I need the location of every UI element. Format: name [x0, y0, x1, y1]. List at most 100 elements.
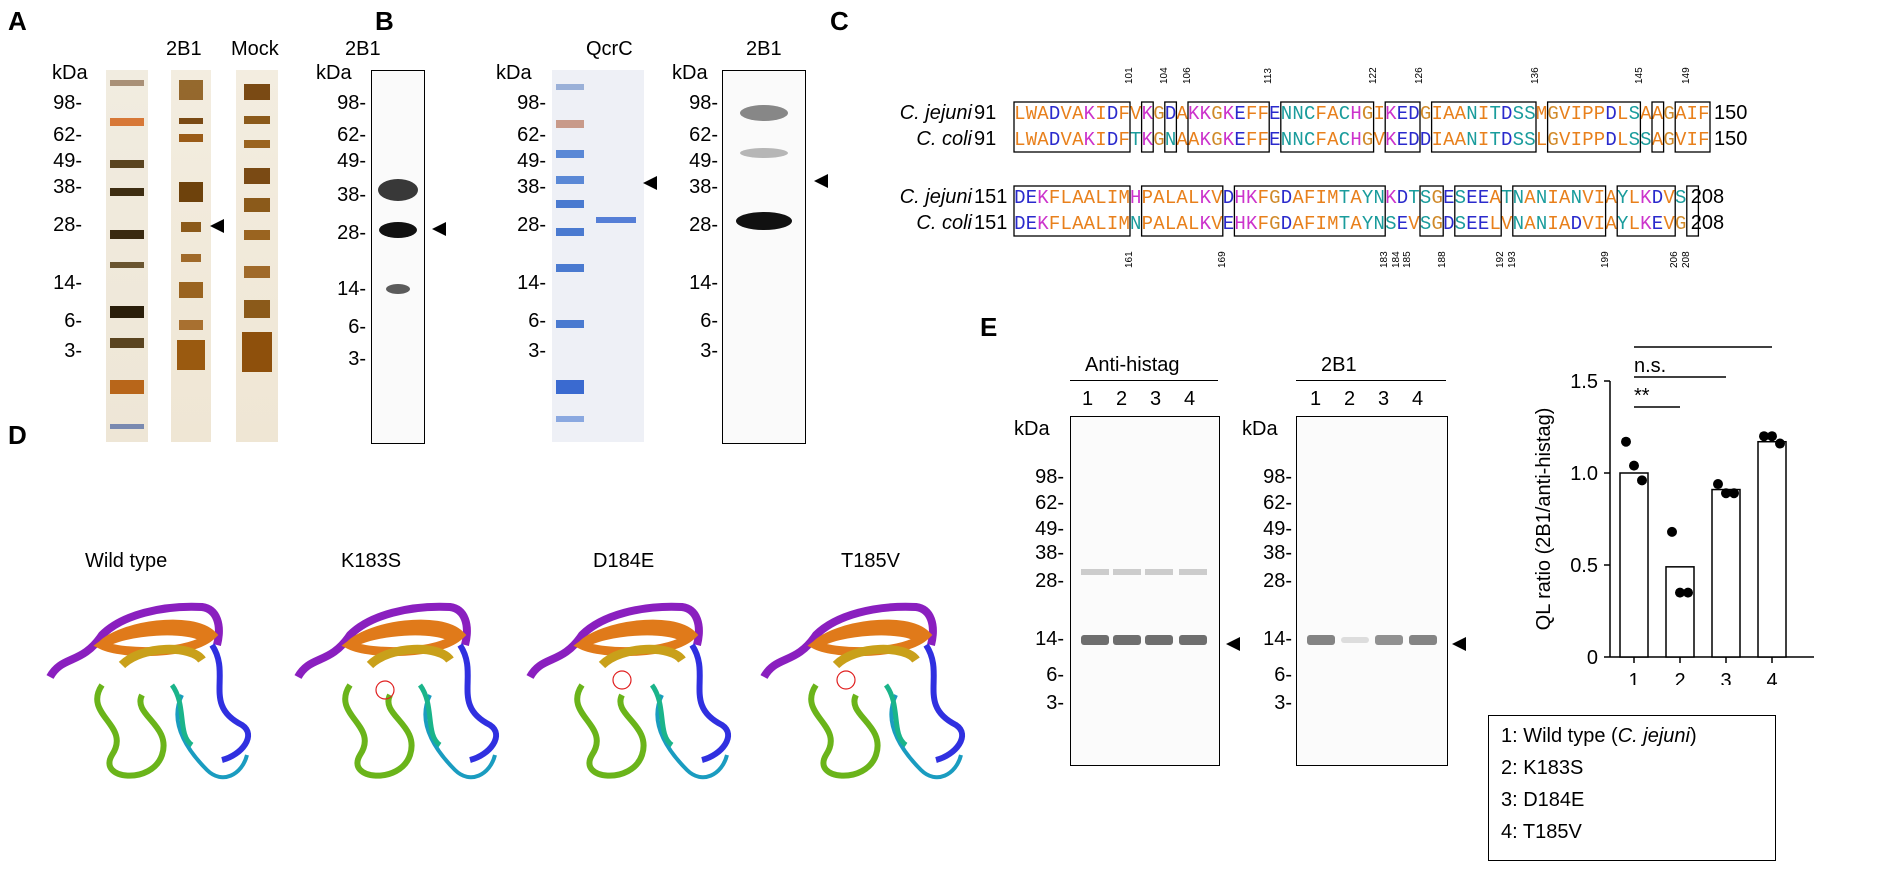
western-blot-2b1: [371, 70, 425, 444]
arrow-icon: [1226, 637, 1240, 651]
marker-label: 49-: [53, 150, 82, 172]
marker-label: 6-: [348, 316, 366, 338]
data-point: [1667, 526, 1677, 537]
legend-item-2: 2: K183S: [1501, 757, 1584, 779]
marker-label: 14-: [689, 272, 718, 294]
western-blot-2b1: [1296, 416, 1448, 766]
marker-label: 3-: [1274, 692, 1292, 714]
data-point: [1721, 488, 1731, 499]
divider: [1070, 380, 1218, 381]
species-name: C. coli: [916, 212, 972, 234]
conservation-boxes: [1013, 101, 1711, 237]
conserved-block: [1164, 101, 1178, 153]
marker-label: 14-: [517, 272, 546, 294]
marker-label: 28-: [517, 214, 546, 236]
conserved-block: [1546, 101, 1642, 153]
marker-label: 6-: [528, 310, 546, 332]
coomassie-gel: [552, 70, 644, 442]
conserved-block: [1233, 185, 1386, 237]
structure-label-t185v: T185V: [841, 550, 900, 572]
significance-label: **: [1634, 385, 1650, 407]
data-point: [1729, 488, 1739, 499]
position-label: 122: [1367, 67, 1379, 84]
y-axis-label: QL ratio (2B1/anti-histag): [1533, 408, 1555, 631]
position-label: 113: [1263, 68, 1275, 84]
lane-number: 1: [1082, 388, 1094, 410]
marker-label: 62-: [689, 124, 718, 146]
species-name: C. coli: [916, 128, 972, 150]
position-label: 104: [1158, 67, 1170, 84]
data-point: [1629, 460, 1639, 471]
arrow-icon: [210, 219, 224, 233]
data-point: [1775, 438, 1785, 449]
gel-lane-label-mock: Mock: [231, 38, 279, 60]
marker-label: 14-: [337, 278, 366, 300]
bar: [1619, 472, 1649, 658]
kda-label: kDa: [672, 62, 708, 84]
gel-bands: [556, 84, 636, 422]
silver-gel-lane-mock: [236, 70, 278, 442]
conserved-block: [1187, 101, 1270, 153]
position-label: 101: [1124, 67, 1135, 84]
x-tick-label: 2: [1674, 670, 1685, 685]
data-point: [1683, 587, 1693, 598]
lane-number: 2: [1116, 388, 1128, 410]
sequence-end: 150: [1714, 102, 1748, 124]
structure-label-d184e: D184E: [593, 550, 655, 572]
western-blot-anti-histag: [1070, 416, 1220, 766]
conserved-block: [1674, 101, 1711, 153]
x-tick-label: 4: [1766, 670, 1777, 685]
sequence-text: LWADVAKIDFVKGDAKKGKEFFENNCFACHGIKEDGIAAN…: [1014, 103, 1710, 125]
marker-label: 38-: [689, 176, 718, 198]
arrow-icon: [432, 222, 446, 236]
conserved-block: [1013, 185, 1131, 237]
lane-number: 3: [1378, 388, 1390, 410]
position-label: 136: [1530, 67, 1541, 84]
lane-legend: 1: Wild type (C. jejuni) 2: K183S 3: D18…: [1488, 715, 1776, 861]
panel-label-d: D: [8, 420, 27, 450]
panel-label-e: E: [980, 312, 998, 342]
x-tick-label: 3: [1720, 670, 1731, 685]
marker-label: 49-: [517, 150, 546, 172]
protein-structure: [760, 602, 966, 780]
conserved-block: [1512, 185, 1607, 237]
sequence-text: DEKFLAALIMNPALALKVEHKFGDAFIMTAYNSEVSGDSE…: [1014, 213, 1687, 235]
marker-label: 6-: [64, 310, 82, 332]
lane-bands: [177, 80, 205, 370]
marker-label: 98-: [53, 92, 82, 114]
sequence-end: 150: [1714, 128, 1748, 150]
position-label: 149: [1680, 67, 1692, 84]
conserved-block: [1280, 101, 1375, 153]
legend-item-1: 1: Wild type (C. jejuni): [1501, 725, 1697, 747]
protein-structure: [526, 602, 732, 780]
marker-label: 3-: [1046, 692, 1064, 714]
marker-label: 62-: [517, 124, 546, 146]
gel-lane-label-qcrc: QcrC: [586, 38, 633, 60]
marker-label: 14-: [1035, 628, 1064, 650]
conserved-block: [1454, 185, 1502, 237]
marker-label: 49-: [337, 150, 366, 172]
kda-label: kDa: [1242, 418, 1278, 440]
position-label: 106: [1182, 67, 1193, 84]
sequence-text: DEKFLAALIMHPALALKVDHKFGDAFIMTAYNKDTSGESE…: [1014, 187, 1687, 209]
marker-label: 49-: [1035, 518, 1064, 540]
divider: [1296, 380, 1446, 381]
sequence-start: 91: [974, 128, 997, 150]
marker-label: 3-: [348, 348, 366, 370]
bar: [1757, 440, 1787, 658]
marker-label: 38-: [517, 176, 546, 198]
gel-lane-label-2b1: 2B1: [166, 38, 202, 60]
panel-label-b: B: [375, 6, 394, 36]
lane-number: 4: [1412, 388, 1424, 410]
y-tick-label: 1.0: [1570, 463, 1598, 485]
marker-label: 28-: [689, 214, 718, 236]
marker-label: 3-: [64, 340, 82, 362]
marker-label: 49-: [1263, 518, 1292, 540]
marker-label: 98-: [1035, 466, 1064, 488]
marker-label: 62-: [53, 124, 82, 146]
blot-title-2b1: 2B1: [1321, 354, 1357, 376]
conserved-block: [1651, 101, 1665, 153]
protein-structure: [46, 602, 252, 780]
species-name: C. jejuni: [899, 186, 972, 208]
marker-label: 49-: [689, 150, 718, 172]
